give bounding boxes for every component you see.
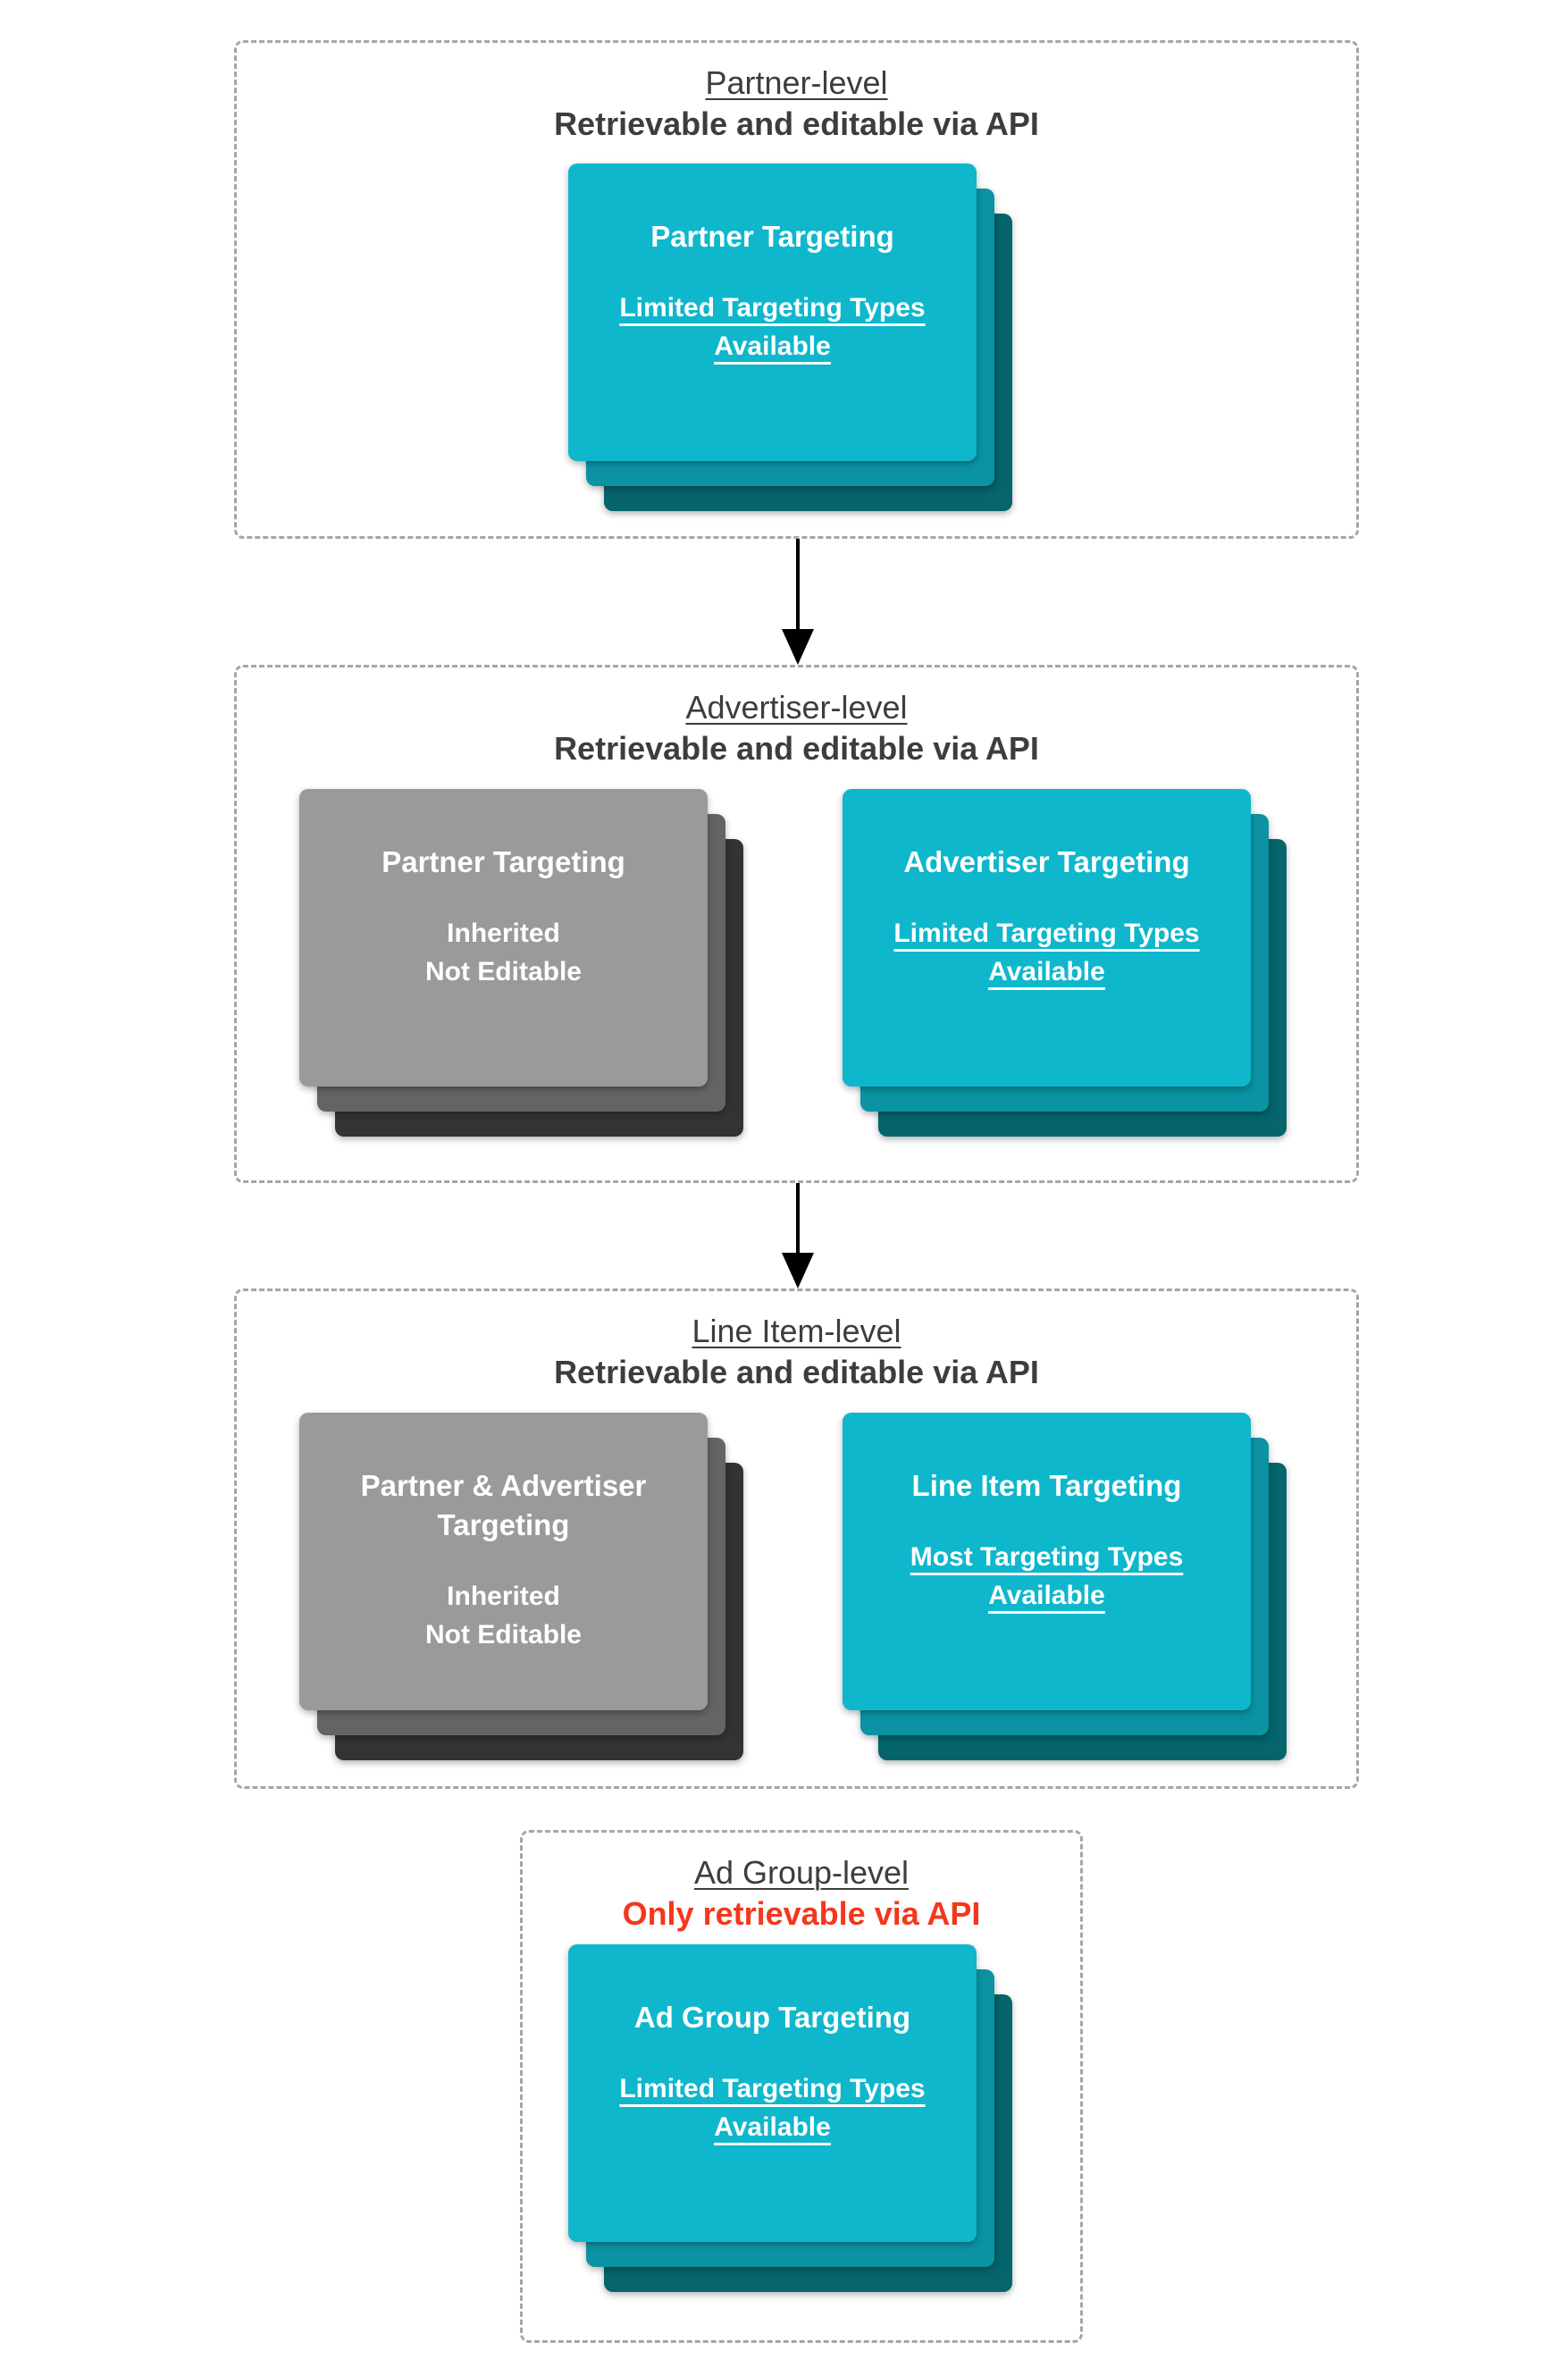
card-title: Partner & Advertiser Targeting (360, 1469, 647, 1541)
panel-partner-subtitle: Retrievable and editable via API (554, 105, 1039, 142)
card-subtitle: Limited Targeting Types Available (619, 293, 926, 361)
card-ad-group-targeting: Ad Group Targeting Limited Targeting Typ… (568, 1944, 977, 2242)
card-advertiser-targeting: Advertiser Targeting Limited Targeting T… (843, 789, 1251, 1087)
panel-ad-group-header: Ad Group-level Only retrievable via API (523, 1833, 1080, 1935)
card-line-item-targeting: Line Item Targeting Most Targeting Types… (843, 1413, 1251, 1710)
card-subtitle: Most Targeting Types Available (910, 1542, 1184, 1610)
card-subtitle: Limited Targeting Types Available (893, 919, 1200, 986)
card-title: Partner Targeting (382, 845, 625, 878)
panel-partner-title: Partner-level (705, 64, 888, 101)
card-title: Ad Group Targeting (633, 2001, 911, 2034)
panel-advertiser-title: Advertiser-level (685, 689, 908, 726)
card-subtitle: Limited Targeting Types Available (619, 2074, 926, 2142)
card-stack-ad-group-targeting: Ad Group Targeting Limited Targeting Typ… (568, 1944, 1012, 2292)
card-stack-inherited-partner-advertiser-targeting: Partner & Advertiser Targeting Inherited… (299, 1413, 743, 1760)
panel-partner-header: Partner-level Retrievable and editable v… (237, 43, 1356, 145)
card-stack-partner-targeting: Partner Targeting Limited Targeting Type… (568, 164, 1012, 511)
panel-line-item-header: Line Item-level Retrievable and editable… (237, 1291, 1356, 1393)
card-title: Advertiser Targeting (903, 845, 1190, 878)
arrow-head-icon (782, 1253, 814, 1288)
panel-line-item-title: Line Item-level (692, 1313, 901, 1349)
flow-arrow-partner-to-advertiser (782, 539, 814, 665)
panel-advertiser-level: Advertiser-level Retrievable and editabl… (234, 665, 1359, 1183)
card-stack-line-item-targeting: Line Item Targeting Most Targeting Types… (843, 1413, 1287, 1760)
arrow-line (796, 539, 800, 631)
panel-ad-group-title: Ad Group-level (693, 1854, 910, 1891)
card-subtitle: Inherited (447, 1582, 560, 1611)
arrow-head-icon (782, 629, 814, 665)
panel-ad-group-subtitle: Only retrievable via API (622, 1895, 981, 1932)
card-title: Line Item Targeting (911, 1469, 1182, 1502)
panel-partner-level: Partner-level Retrievable and editable v… (234, 40, 1359, 539)
panel-line-item-level: Line Item-level Retrievable and editable… (234, 1288, 1359, 1789)
panel-advertiser-subtitle: Retrievable and editable via API (554, 730, 1039, 767)
card-inherited-partner-advertiser-targeting: Partner & Advertiser Targeting Inherited… (299, 1413, 708, 1710)
arrow-line (796, 1183, 800, 1255)
panel-line-item-subtitle: Retrievable and editable via API (554, 1354, 1039, 1390)
card-subtitle-line2: Not Editable (424, 1620, 582, 1649)
card-title: Partner Targeting (650, 220, 894, 253)
card-partner-targeting: Partner Targeting Limited Targeting Type… (568, 164, 977, 461)
flow-arrow-advertiser-to-line-item (782, 1183, 814, 1288)
card-subtitle-line2: Not Editable (424, 957, 582, 986)
card-stack-inherited-partner-targeting: Partner Targeting Inherited Not Editable (299, 789, 743, 1137)
panel-ad-group-level: Ad Group-level Only retrievable via API … (520, 1830, 1083, 2343)
panel-advertiser-header: Advertiser-level Retrievable and editabl… (237, 667, 1356, 769)
card-subtitle: Inherited (447, 919, 560, 948)
card-inherited-partner-targeting: Partner Targeting Inherited Not Editable (299, 789, 708, 1087)
card-stack-advertiser-targeting: Advertiser Targeting Limited Targeting T… (843, 789, 1287, 1137)
